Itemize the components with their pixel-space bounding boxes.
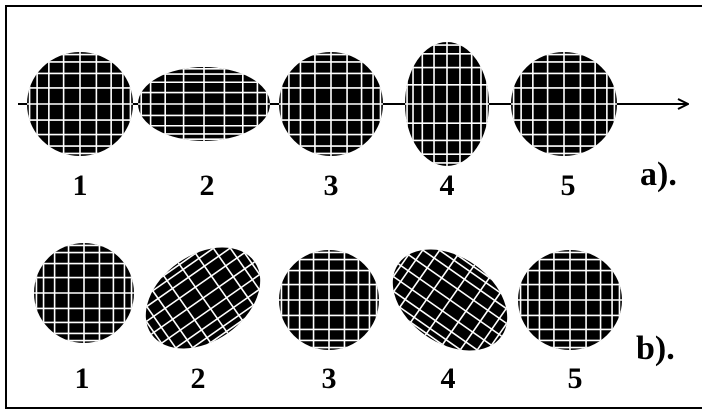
row-a-shape-3 (279, 52, 383, 156)
row-a-label-4: 4 (440, 169, 455, 202)
row-a-label-5: 5 (561, 169, 576, 202)
row-b-label-5: 5 (568, 362, 583, 395)
row-b-shape-5 (518, 250, 622, 350)
row-a-shape-4 (405, 42, 489, 166)
row-a-label-2: 2 (200, 169, 215, 202)
row-b-shape-2 (127, 227, 280, 370)
row-a-shape-1 (27, 52, 133, 156)
row-b-label-4: 4 (441, 362, 456, 395)
panel-label-a: a). (640, 156, 677, 193)
row-b-label-1: 1 (75, 362, 90, 395)
shapes-layer (27, 42, 622, 371)
row-a-label-3: 3 (324, 169, 339, 202)
panel-label-b: b). (636, 330, 675, 367)
row-b-shape-1 (34, 243, 134, 343)
row-b-label-3: 3 (322, 362, 337, 395)
row-b-label-2: 2 (191, 362, 206, 395)
row-b-shape-3 (279, 250, 379, 350)
row-a-shape-5 (511, 52, 617, 156)
row-a-shape-2 (138, 67, 270, 141)
row-b-shape-4 (374, 229, 527, 372)
row-a-label-1: 1 (73, 169, 88, 202)
